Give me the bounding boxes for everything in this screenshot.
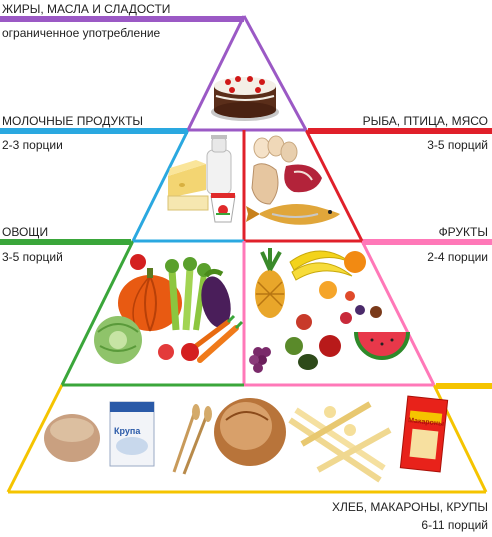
meat-right-edge	[304, 129, 364, 242]
eggplant-icon	[201, 268, 231, 328]
tomato-icon	[130, 254, 199, 361]
grains-subtitle: 6-11 порций	[421, 518, 488, 532]
banana-icon	[289, 250, 353, 281]
fats-left-edge	[186, 15, 246, 131]
grain-package-icon	[109, 401, 155, 467]
fats-bar	[0, 16, 244, 22]
dairy-left-edge	[131, 129, 190, 242]
pasta-package-icon	[399, 395, 449, 473]
fruits-title: ФРУКТЫ	[438, 225, 488, 239]
cake-icon	[211, 76, 279, 121]
vegetables-subtitle: 3-5 порций	[2, 250, 63, 264]
meat-subtitle: 3-5 порций	[427, 138, 488, 152]
meat-title: РЫБА, ПТИЦА, МЯСО	[362, 114, 488, 128]
grain-left-edge	[6, 384, 64, 493]
grapes-icon	[249, 347, 271, 373]
pasta-icon	[288, 401, 392, 483]
fats-subtitle: ограниченное употребление	[2, 26, 161, 40]
vegetables-title: ОВОЩИ	[2, 225, 49, 239]
grains-title: ХЛЕБ, МАКАРОНЫ, КРУПЫ	[331, 500, 488, 514]
flour-icon	[44, 414, 100, 462]
apple-icon	[285, 314, 341, 370]
fruits-bar	[362, 239, 492, 245]
wheat-icon	[172, 404, 212, 475]
dairy-title: МОЛОЧНЫЕ ПРОДУКТЫ	[2, 114, 144, 128]
fruit-right-edge	[360, 240, 436, 386]
cheese-icon	[167, 160, 209, 211]
meat-bar	[308, 128, 492, 134]
grains-bar	[436, 383, 492, 389]
berries-icon	[340, 291, 382, 324]
orange-icon	[319, 251, 366, 299]
veg-left-edge	[60, 240, 135, 386]
cabbage-icon	[94, 316, 142, 364]
fruits-subtitle: 2-4 порции	[427, 250, 488, 264]
celery-icon	[165, 257, 211, 331]
meat-icon	[251, 163, 322, 205]
vegetables-bar	[0, 239, 131, 245]
fish-icon	[246, 204, 340, 225]
milk-bottle-icon	[206, 135, 232, 195]
pineapple-icon	[255, 248, 285, 318]
yogurt-icon	[210, 193, 236, 223]
watermelon-icon	[354, 331, 410, 360]
dairy-subtitle: 2-3 порции	[2, 138, 63, 152]
eggs-icon	[253, 135, 298, 163]
pumpkin-icon	[118, 268, 182, 332]
carrot-icon	[193, 314, 244, 363]
fats-right-edge	[242, 15, 308, 131]
fats-title: ЖИРЫ, МАСЛА И СЛАДОСТИ	[2, 2, 171, 16]
krupa-package-label: Крупа	[114, 426, 141, 436]
bread-icon	[214, 398, 286, 466]
dairy-bar	[0, 128, 188, 134]
